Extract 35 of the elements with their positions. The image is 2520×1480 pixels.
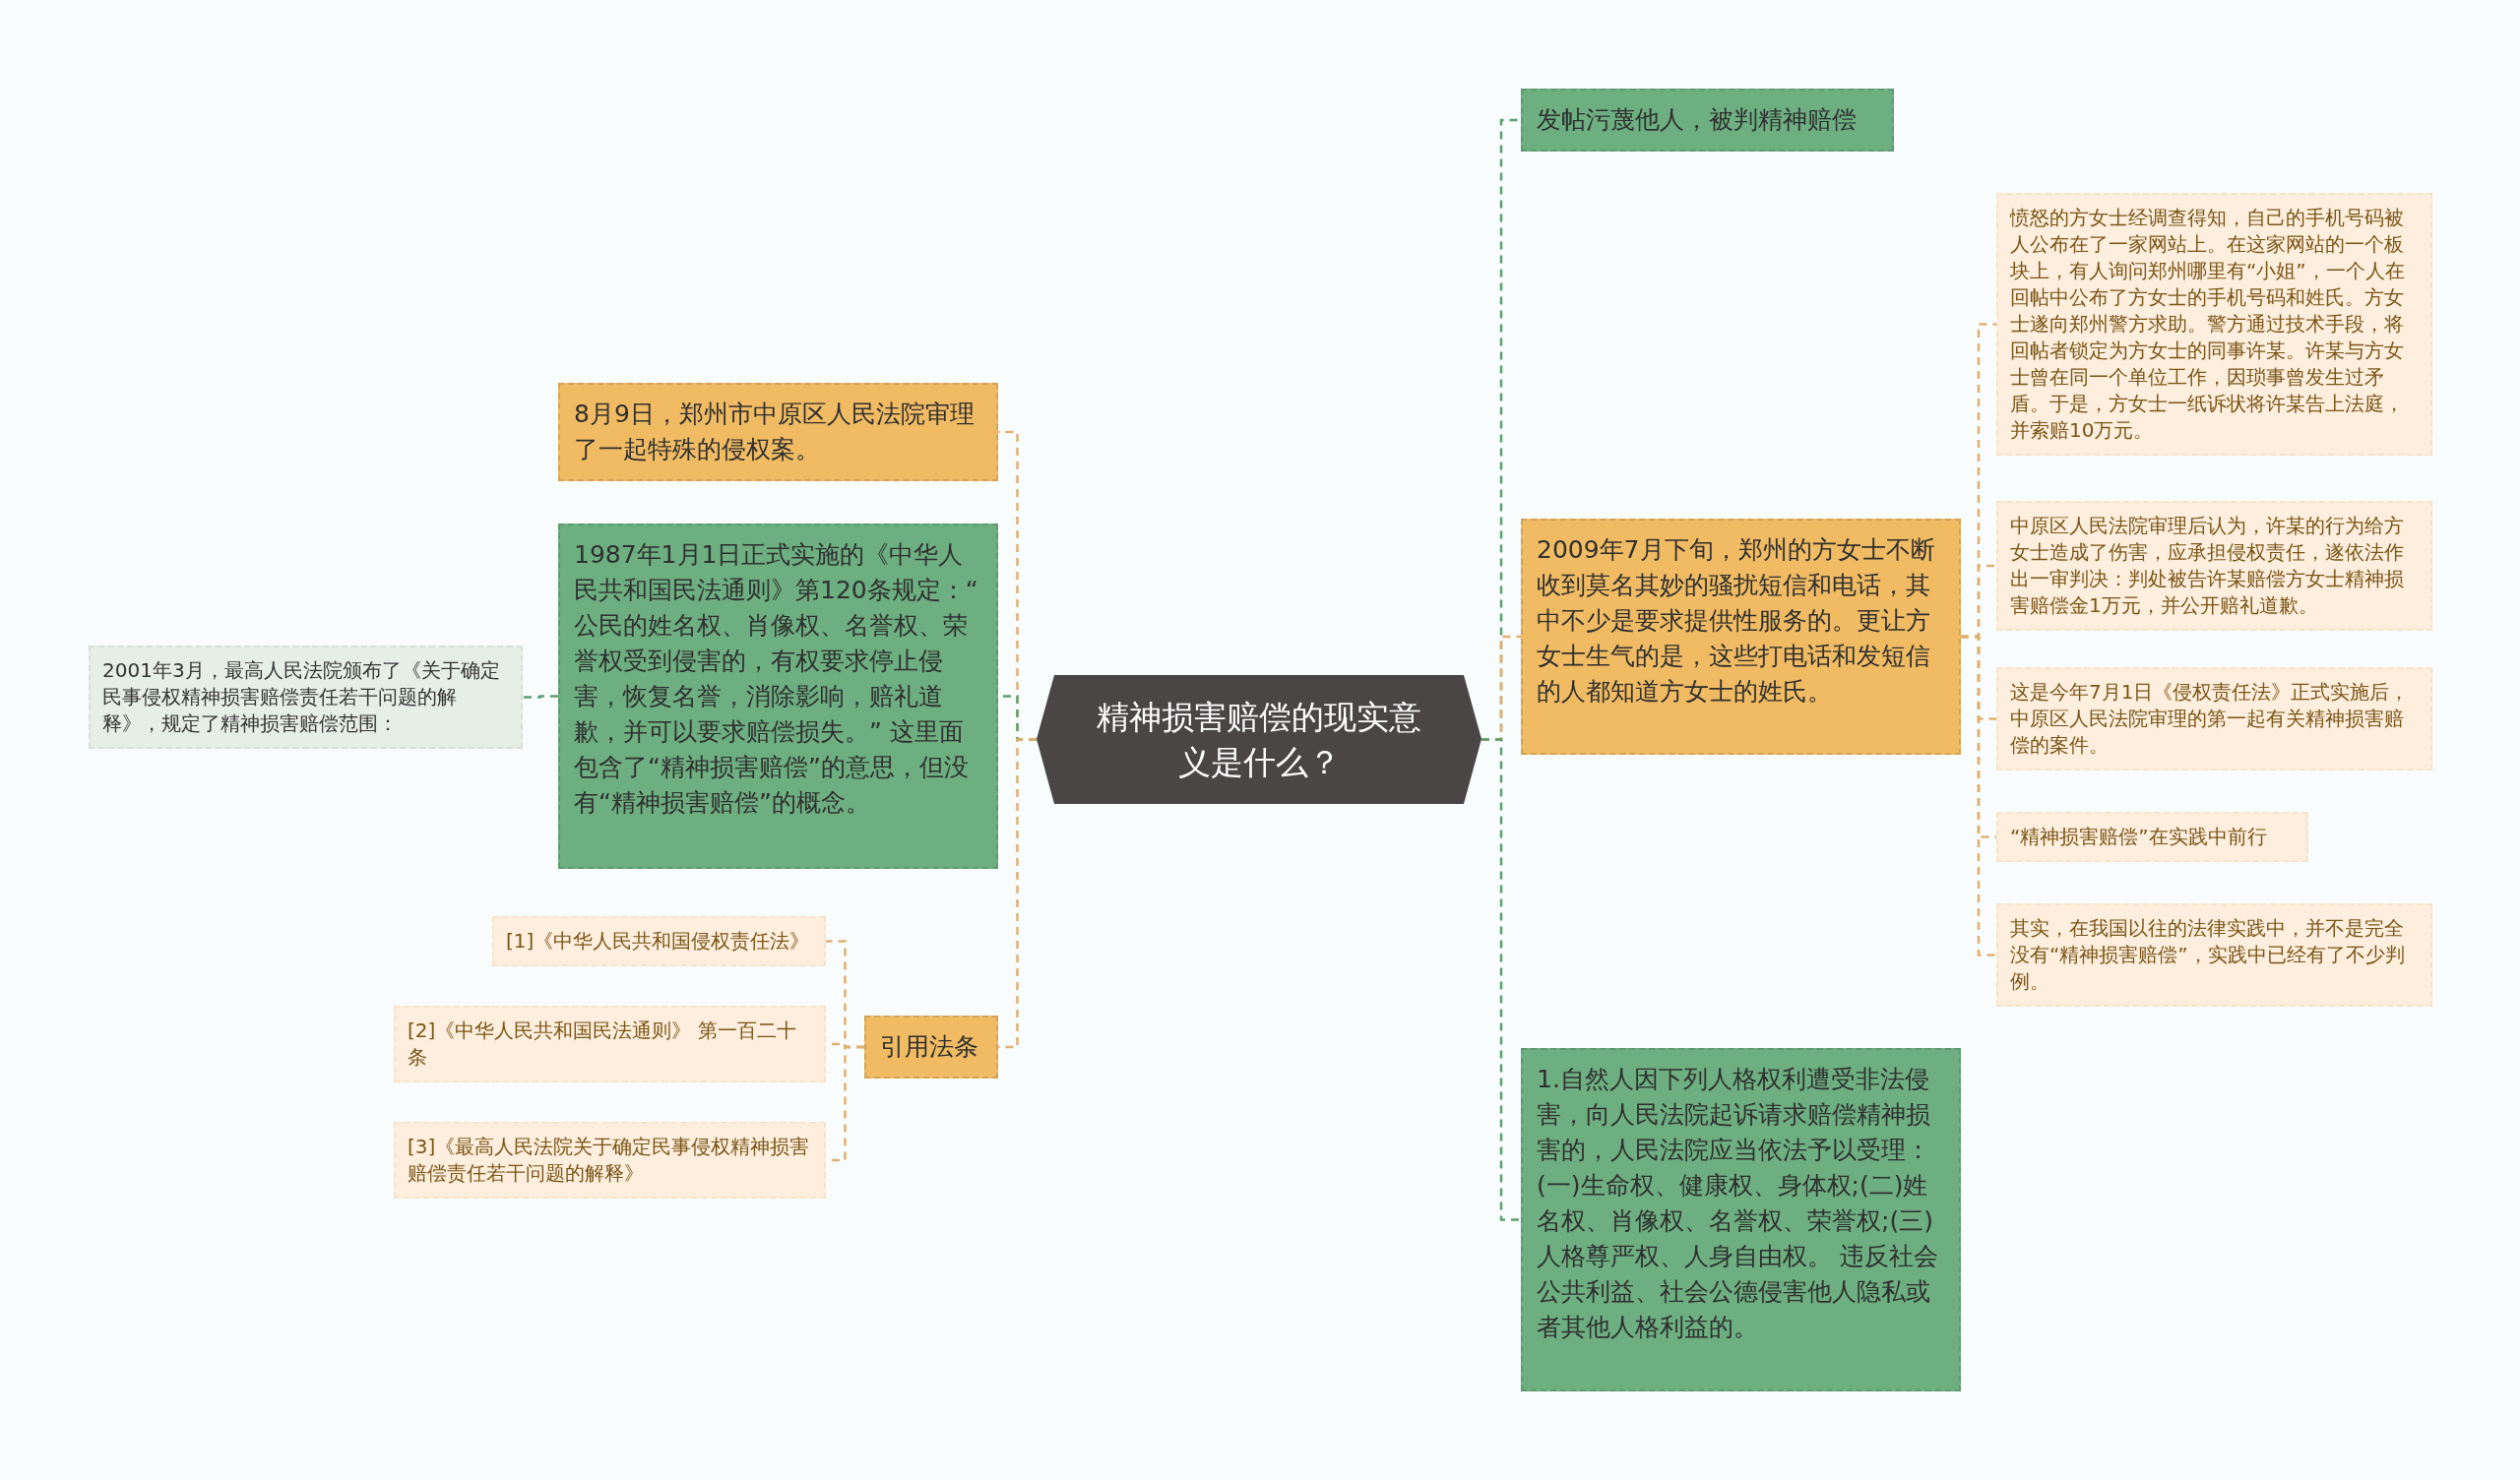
connector-line <box>1961 635 1996 956</box>
note-box <box>89 646 523 749</box>
connector-line <box>1481 738 1521 1221</box>
note-box <box>394 1006 826 1082</box>
topic-box <box>1521 519 1961 755</box>
topic-text: “精神损害赔偿”在实践中前行 <box>2010 824 2268 850</box>
topic-text: [2]《中华人民共和国民法通则》 第一百二十条 <box>408 1018 797 1071</box>
topic-text: 发帖污蔑他人，被判精神赔偿 <box>1537 104 1858 136</box>
topic-text: 8月9日，郑州市中原区人民法院审理了一起特殊的侵权案。 <box>574 399 976 465</box>
topic-title: 精神损害赔偿的现实意义是什么？ <box>1096 696 1422 783</box>
topic-text: 愤怒的方女士经调查得知，自己的手机号码被人公布在了一家网站上。在这家网站的一个板块上，有人询问郑州哪里有“小姐”，一个人在回帖中公布了方女士的手机号码和姓氏。方女士遂向郑州警方求助。警方通过技术手段，将回帖者锁定为方女士的同事许某。许某与方女士曾在同一个单位工作，因琐事曾发生过矛盾。于是，方女士一纸诉状将许某告上法庭，并索赔10万元。 <box>2010 205 2406 444</box>
central-topic-hexagon <box>1037 675 1481 804</box>
topic-box <box>558 383 998 481</box>
topic-box <box>864 1016 998 1079</box>
note-box <box>1996 903 2432 1007</box>
topic-text: 1.自然人因下列人格权利遭受非法侵害，向人民法院起诉请求赔偿精神损害的，人民法院应当依法予以受理：(一)生命权、健康权、身体权;(二)姓名权、肖像权、名誉权、荣誉权;(三)人格尊严权、人身自由权。 违反社会公共利益、社会公德侵害他人隐私或者其他人格利益的。 <box>1537 1064 1939 1343</box>
topic-text: 中原区人民法院审理后认为，许某的行为给方女士造成了伤害，应承担侵权责任，遂依法作出一审判决：判处被告许某赔偿方女士精神损害赔偿金1万元，并公开赔礼道歉。 <box>2010 513 2405 619</box>
topic-text: 其实，在我国以往的法律实践中，并不是完全没有“精神损害赔偿”，实践中已经有了不少判例。 <box>2010 915 2406 995</box>
topic-text: 2001年3月，最高人民法院颁布了《关于确定民事侵权精神损害赔偿责任若干问题的解释》，规定了精神损害赔偿范围： <box>102 657 501 737</box>
note-box <box>1996 667 2432 771</box>
note-box <box>1996 812 2308 862</box>
topic-text: [1]《中华人民共和国侵权责任法》 <box>506 928 811 955</box>
topic-text: 引用法条 <box>880 1031 979 1063</box>
topic-box <box>1521 1048 1961 1391</box>
topic-box <box>1521 89 1894 152</box>
topic-text: 这是今年7月1日《侵权责任法》正式实施后，中原区人民法院审理的第一起有关精神损害赔偿的案件。 <box>2010 679 2411 759</box>
note-box <box>1996 193 2432 456</box>
note-box <box>394 1122 826 1199</box>
topic-box <box>558 524 998 869</box>
topic-text: 2009年7月下旬，郑州的方女士不断收到莫名其妙的骚扰短信和电话，其中不少是要求提供性服务的。更让方女士生气的是，这些打电话和发短信的人都知道方女士的姓氏。 <box>1537 534 1936 708</box>
note-box <box>492 916 826 966</box>
topic-text: [3]《最高人民法院关于确定民事侵权精神损害赔偿责任若干问题的解释》 <box>408 1134 811 1187</box>
note-box <box>1996 501 2432 631</box>
connector-line <box>523 695 558 699</box>
topic-text: 1987年1月1日正式实施的《中华人民共和国民法通则》第120条规定：“ 公民的姓名权、肖像权、名誉权、荣誉权受到侵害的，有权要求停止侵害，恢复名誉，消除影响，赔礼道歉，并可以要求赔偿损失。” 这里面包含了“精神损害赔偿”的意思，但没有“精神损害赔偿”的概念。 <box>574 539 979 819</box>
